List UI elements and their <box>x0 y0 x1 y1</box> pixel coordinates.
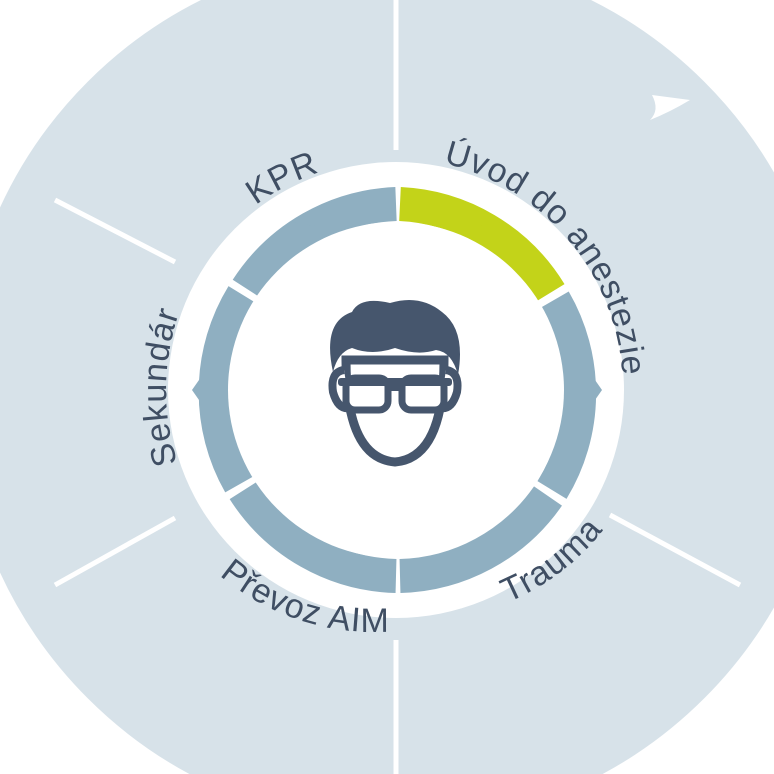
inner-ring-arrows <box>192 222 602 560</box>
arrow-uvod <box>478 222 503 246</box>
separator-upper-left <box>53 197 177 265</box>
glasses-top-bar <box>338 378 452 386</box>
person-with-glasses-icon <box>328 300 462 467</box>
hair <box>330 300 460 375</box>
inner-segment-sekundar[interactable] <box>198 286 258 493</box>
arrow-prevoz <box>290 536 315 560</box>
glasses-bridge <box>386 384 404 391</box>
outer-ring-notch <box>650 95 690 120</box>
arrow-kpr <box>290 222 315 246</box>
arrow-right <box>588 370 602 410</box>
separator-lower-right <box>608 512 742 588</box>
inner-segment-right[interactable] <box>537 291 597 499</box>
arrow-trauma <box>478 536 503 560</box>
outer-ring-separators <box>53 0 742 774</box>
separator-lower-left <box>53 515 177 588</box>
arrow-sekundar <box>192 370 206 410</box>
